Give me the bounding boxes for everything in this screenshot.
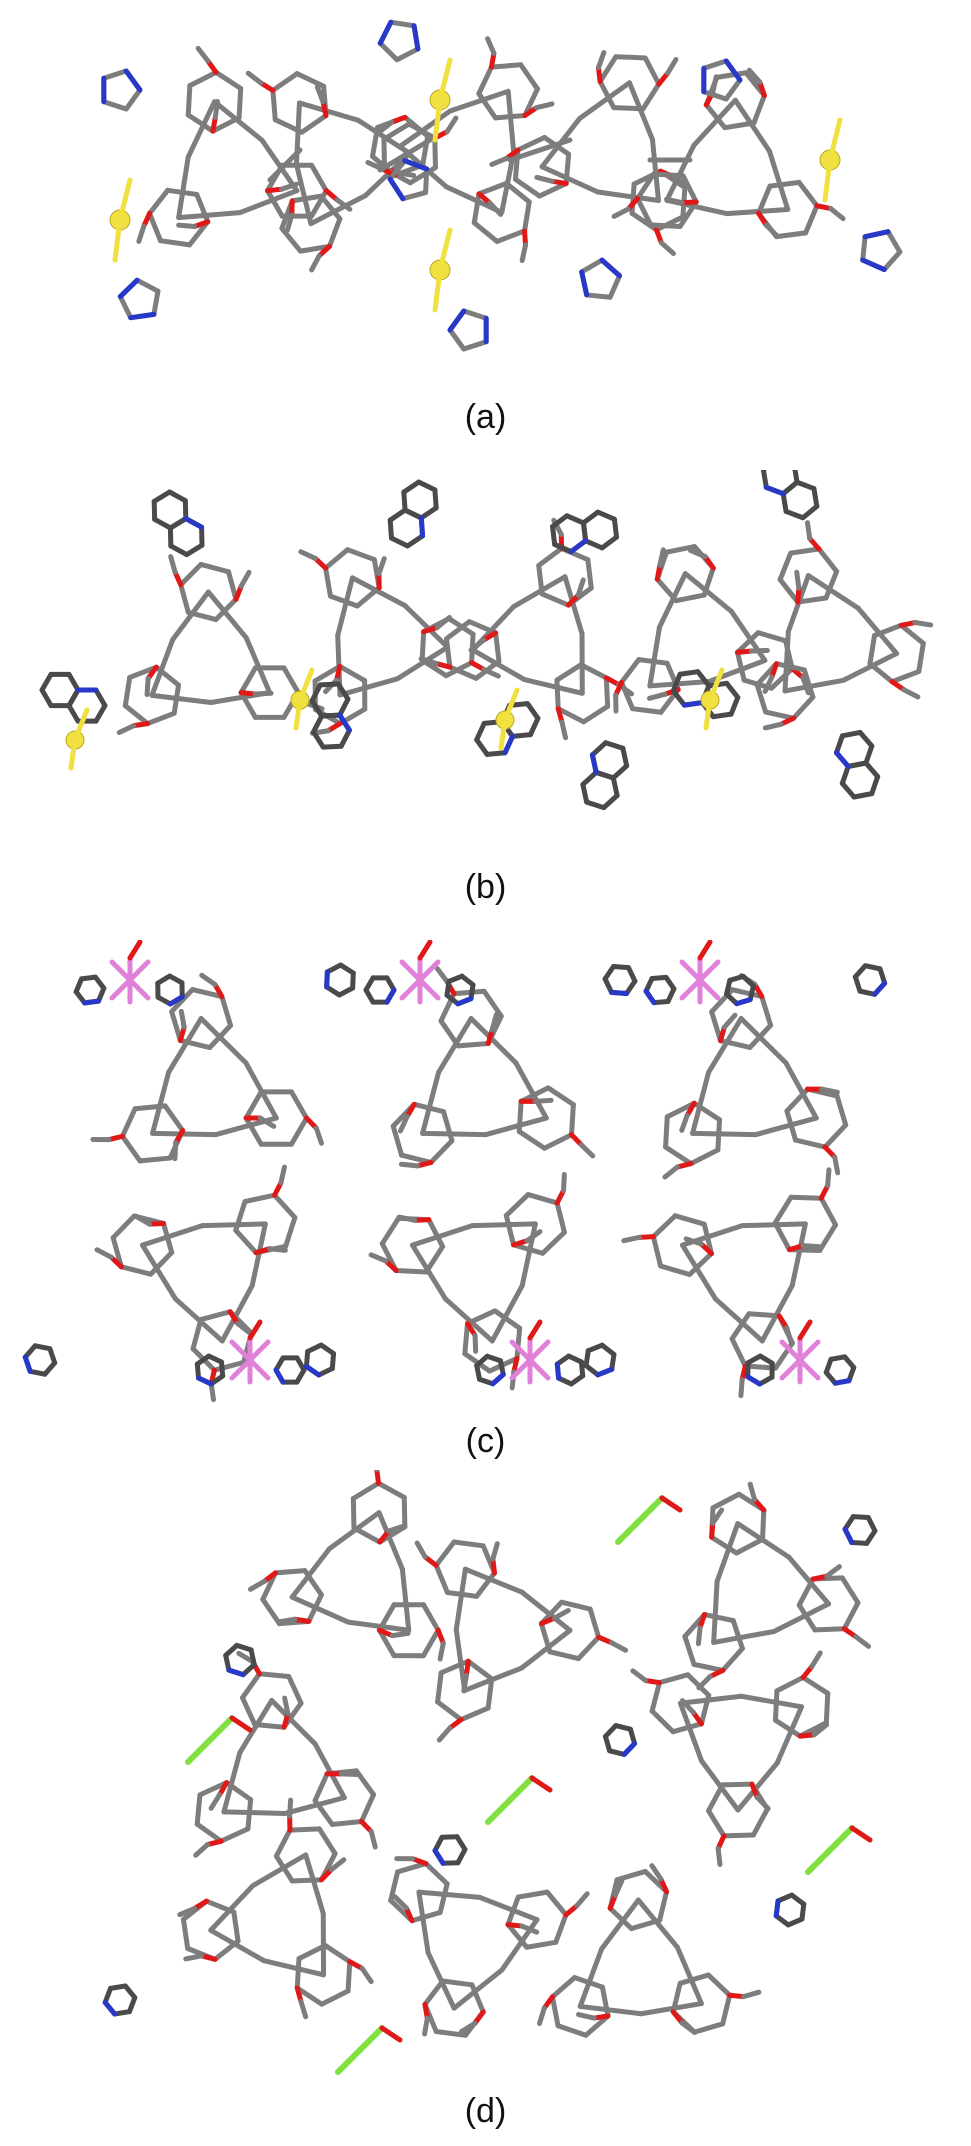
panel-label-d: (d) [464, 2092, 507, 2130]
molecular-structure-b [39, 470, 934, 811]
panel-label-c: (c) [465, 1422, 506, 1460]
panel-d [0, 1470, 971, 2146]
molecular-structure-a [101, 19, 903, 352]
panel-label-a: (a) [464, 398, 507, 436]
panel-label-b: (b) [464, 868, 507, 906]
molecular-structure-c [22, 940, 888, 1403]
molecular-structure-d [102, 1470, 878, 2075]
panel-b [0, 470, 971, 890]
panel-a [0, 0, 971, 400]
panel-c [0, 940, 971, 1410]
